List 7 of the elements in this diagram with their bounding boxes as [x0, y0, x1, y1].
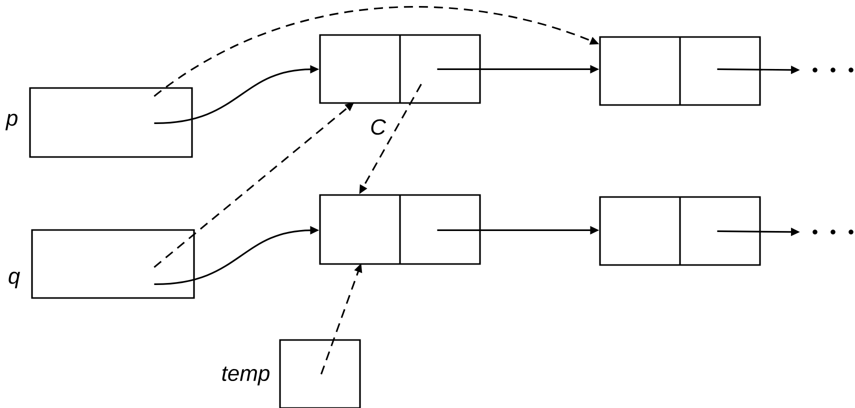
variable-name: q	[8, 272, 20, 288]
list-node-box	[599, 36, 761, 106]
variable-name: temp	[222, 366, 270, 386]
list-node-box	[319, 194, 481, 265]
variable-name: p	[5, 114, 18, 130]
variable-name: C	[371, 119, 386, 135]
list-node-box	[599, 196, 761, 266]
